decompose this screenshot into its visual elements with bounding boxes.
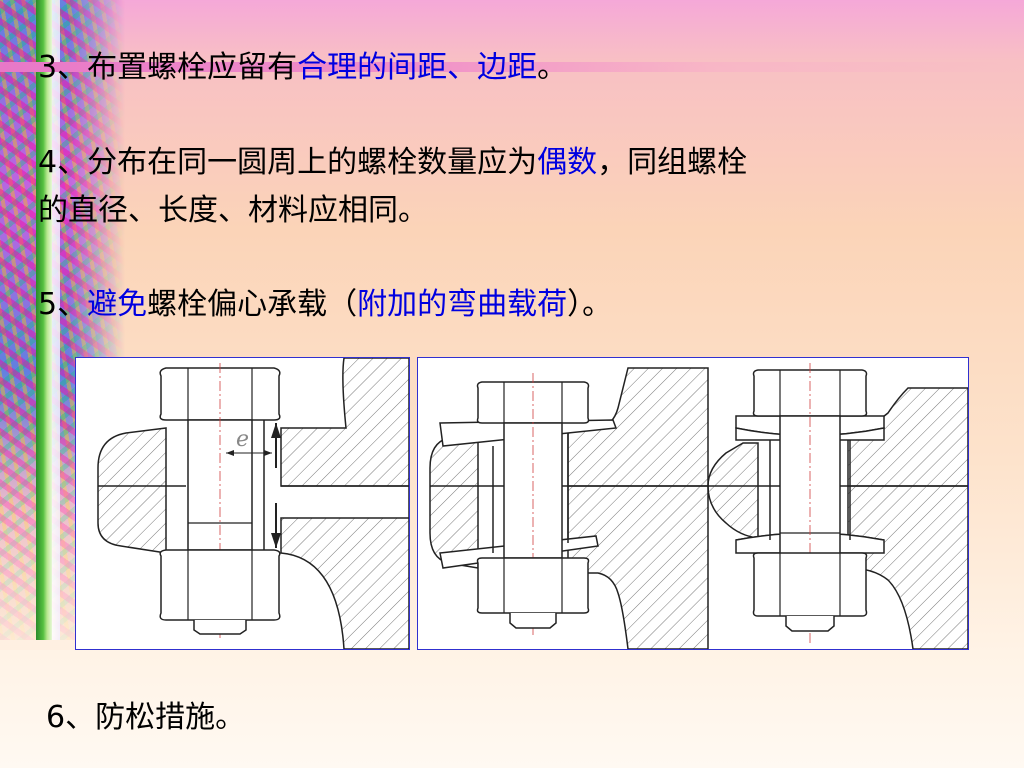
item-6-number: 6 xyxy=(46,700,66,735)
eccentric-bolt-drawing: e xyxy=(97,358,409,649)
item-5-text: 5、避免螺栓偏心承载（附加的弯曲载荷）。 xyxy=(38,287,613,322)
item-6-text: 6、防松措施。 xyxy=(46,700,246,735)
eccentricity-label: e xyxy=(236,427,249,452)
corrective-designs-drawing xyxy=(429,363,968,649)
item-4-number: 4 xyxy=(38,145,58,180)
figure-eccentric-bolt: e xyxy=(75,357,410,650)
decorative-green-bar xyxy=(36,0,52,640)
item-4-text: 4、分布在同一圆周上的螺栓数量应为偶数，同组螺栓 xyxy=(38,145,748,180)
item-3-text: 3、布置螺栓应留有合理的间距、边距。 xyxy=(38,50,568,85)
item-5-highlight-1: 避免 xyxy=(87,287,148,322)
item-5-highlight-2: 附加的弯曲载荷 xyxy=(357,287,568,322)
item-4-highlight: 偶数 xyxy=(537,145,598,180)
decorative-white-bar xyxy=(52,0,60,640)
decorative-pink-line xyxy=(0,62,1024,72)
item-5-number: 5 xyxy=(38,287,58,322)
item-3-number: 3 xyxy=(38,50,58,85)
item-4-continuation: 的直径、长度、材料应相同。 xyxy=(38,193,428,228)
figure-corrective-designs xyxy=(417,357,969,650)
item-3-highlight: 合理的间距、边距 xyxy=(297,50,538,85)
